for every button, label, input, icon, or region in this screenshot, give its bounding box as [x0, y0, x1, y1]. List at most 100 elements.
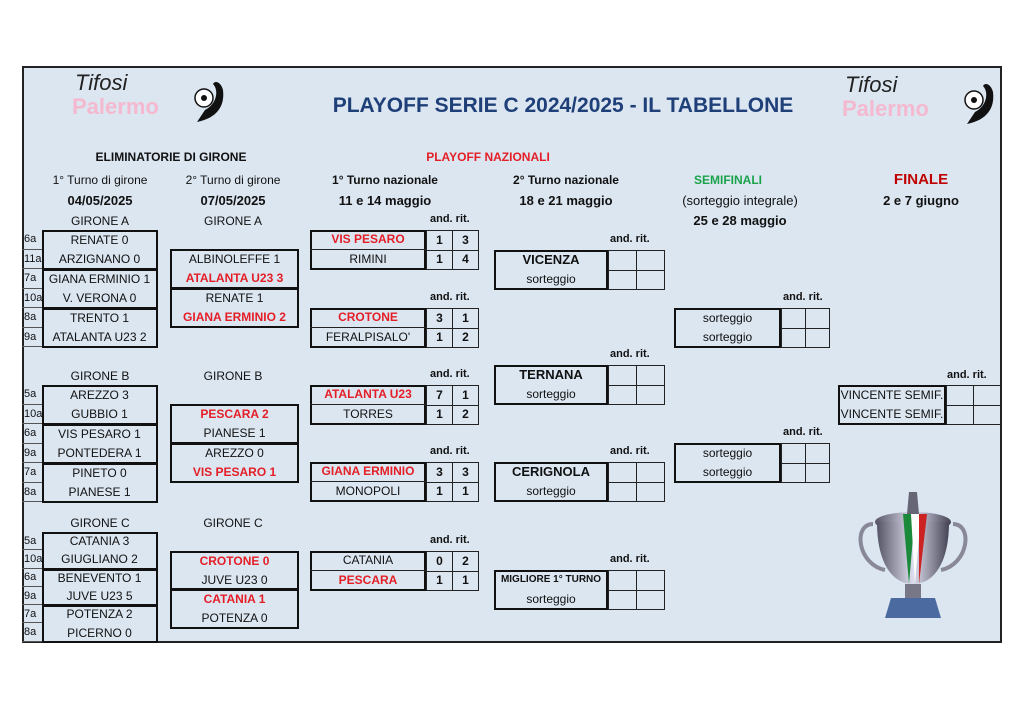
round1-match-box [42, 605, 158, 643]
score-cell-andata [608, 589, 637, 610]
team-name: VIS PESARO 1 [192, 465, 277, 480]
score-labels: and. rit. [610, 348, 650, 360]
team-name: VIS PESARO [310, 230, 426, 250]
team-name: CATANIA 3 [69, 534, 130, 549]
score-labels: and. rit. [430, 291, 470, 303]
group-label: GIRONE C [70, 516, 130, 530]
team-name: CATANIA 1 [203, 591, 266, 606]
group-label: GIRONE B [203, 369, 263, 383]
round2-match-box [170, 589, 299, 629]
score-labels: and. rit. [783, 426, 823, 438]
trophy-icon [858, 492, 968, 618]
logo-text-palermo: Palermo [842, 96, 929, 121]
national1-match-box [310, 551, 426, 591]
score-ritorno: 4 [462, 252, 469, 267]
final-match-box [838, 385, 946, 425]
team-name: PESCARA [338, 573, 398, 588]
semifinal-match-box [674, 443, 781, 483]
round2-title: 2° Turno di girone [185, 173, 281, 187]
team-name: CROTONE [310, 308, 426, 328]
final-title: FINALE [893, 171, 949, 188]
score-cell-ritorno [636, 365, 665, 386]
team-name: JUVE U23 5 [66, 589, 133, 604]
score-labels: and. rit. [610, 445, 650, 457]
team-name: sorteggio [702, 330, 753, 345]
score-andata: 1 [436, 232, 443, 247]
team-name: JUVE U23 0 [201, 572, 268, 587]
national2-match-box [494, 462, 608, 502]
seed-position: 10a [22, 405, 42, 424]
score-cell-ritorno [973, 385, 1001, 406]
team-name: VINCENTE SEMIF. [840, 387, 944, 402]
score-cell-ritorno [452, 404, 479, 425]
semifinals-date: 25 e 28 maggio [693, 213, 787, 228]
team-name: AREZZO 0 [205, 445, 264, 460]
score-cell-andata [608, 250, 637, 271]
score-cell-ritorno [636, 250, 665, 271]
round1-match-box [42, 568, 158, 607]
team-name: AREZZO 3 [70, 387, 129, 402]
team-name: sorteggio [526, 387, 576, 402]
round1-match-box [42, 532, 158, 570]
team-name: GIANA ERMINIO [310, 462, 426, 482]
score-cell-ritorno [452, 327, 479, 348]
team-name: MONOPOLI [335, 484, 401, 499]
final-date: 2 e 7 giugno [883, 193, 959, 208]
score-andata: 1 [436, 484, 443, 499]
seed-position: 6a [22, 230, 42, 250]
score-cell-andata [781, 327, 806, 348]
score-cell-andata [946, 385, 974, 406]
national1-match-box [310, 230, 426, 270]
team-name: ATALANTA U23 [310, 385, 426, 405]
team-name: FERALPISALO' [325, 330, 411, 345]
group-label: GIRONE B [70, 369, 130, 383]
team-name: PIANESE 1 [68, 485, 131, 500]
seed-position: 9a [22, 328, 42, 347]
score-ritorno: 3 [462, 464, 469, 479]
semifinals-subtitle: (sorteggio integrale) [682, 193, 798, 208]
score-cell-ritorno [805, 327, 830, 348]
score-cell-ritorno [805, 308, 830, 329]
score-andata: 1 [436, 330, 443, 345]
seed-position: 7a [22, 463, 42, 483]
score-ritorno: 2 [462, 553, 469, 568]
score-cell-andata [608, 570, 637, 591]
team-name: PONTEDERA 1 [57, 446, 142, 461]
team-name: ALBINOLEFFE 1 [188, 251, 281, 266]
score-labels: and. rit. [610, 233, 650, 245]
round2-match-box [170, 551, 299, 591]
team-name: V. VERONA 0 [62, 291, 137, 306]
score-ritorno: 1 [462, 573, 469, 588]
team-name: VIS PESARO 1 [58, 426, 141, 441]
score-andata: 3 [436, 464, 443, 479]
score-andata: 1 [436, 407, 443, 422]
team-name: TORRES [343, 407, 393, 422]
team-name: GUBBIO 1 [71, 407, 128, 422]
score-cell-andata [608, 462, 637, 483]
team-name: VICENZA [522, 252, 580, 268]
score-labels: and. rit. [430, 213, 470, 225]
team-name: POTENZA 0 [201, 611, 268, 626]
team-name: sorteggio [702, 310, 753, 325]
eagle-ball-logo-icon [964, 84, 994, 124]
seed-position: 7a [22, 605, 42, 624]
team-name: MIGLIORE 1° TURNO [500, 574, 602, 586]
semifinals-title: SEMIFINALI [694, 173, 762, 187]
round1-match-box [42, 385, 158, 425]
group-label: GIRONE A [70, 214, 130, 228]
score-cell-ritorno [636, 462, 665, 483]
team-name: sorteggio [702, 445, 753, 460]
score-andata: 3 [436, 310, 443, 325]
score-cell-ritorno [636, 481, 665, 502]
round1-title: 1° Turno di girone [52, 173, 148, 187]
national2-match-box [494, 250, 608, 290]
score-andata: 1 [436, 252, 443, 267]
team-name: VINCENTE SEMIF. [840, 407, 944, 422]
national1-match-box [310, 462, 426, 502]
team-name: CROTONE 0 [199, 553, 270, 568]
seed-position: 7a [22, 269, 42, 289]
team-name: sorteggio [702, 465, 753, 480]
team-name: RENATE 0 [70, 232, 129, 247]
team-name: PIANESE 1 [203, 426, 266, 441]
seed-position: 6a [22, 569, 42, 587]
